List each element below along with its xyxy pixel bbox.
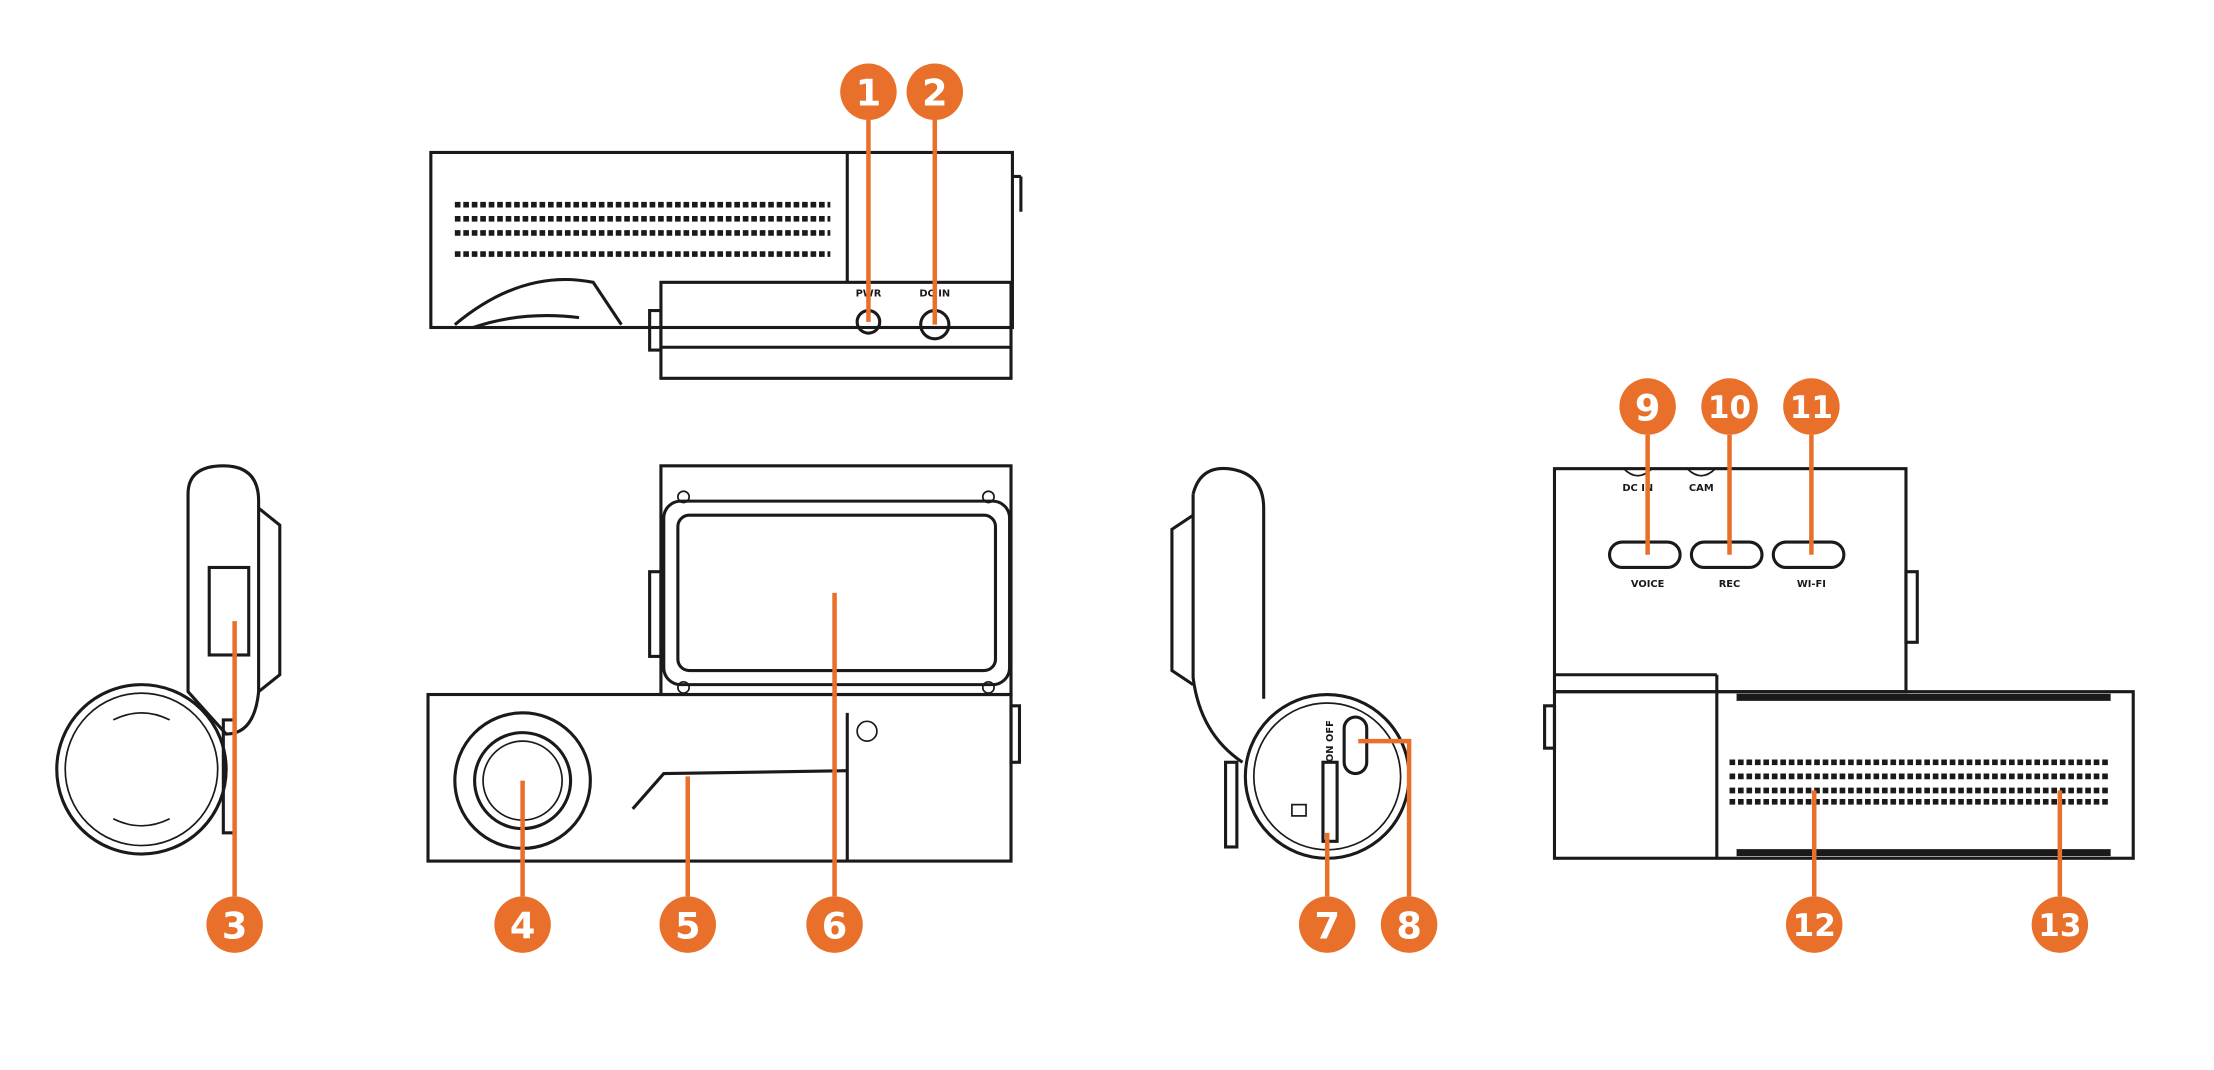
rear-view: DC IN CAM VOICE REC WI-FI [1543,467,2135,860]
svg-text:7: 7 [1314,905,1340,948]
sd-card-icon [1291,803,1307,817]
rec-label: REC [1719,579,1741,590]
svg-text:10: 10 [1708,390,1751,426]
svg-text:13: 13 [2038,908,2081,944]
rec-button [1689,540,1764,570]
wifi-label: WI-FI [1797,579,1826,590]
callout-13: 13 [2031,896,2089,953]
switch-label: ON OFF [1325,720,1336,762]
callout-2: 2 [906,63,964,120]
callout-6: 6 [806,896,863,953]
rear-grille [1729,759,2111,805]
callout-11: 11 [1783,378,1840,435]
sd-slot [1321,760,1339,843]
leader-lines [232,119,2063,897]
callout-4: 4 [494,896,551,953]
voice-label: VOICE [1631,579,1665,590]
wifi-button [1771,540,1846,570]
svg-text:1: 1 [856,72,882,115]
svg-text:8: 8 [1396,905,1422,948]
callout-9: 9 [1619,378,1676,435]
callout-3: 3 [206,896,263,953]
power-switch [1342,715,1369,776]
callout-5: 5 [659,896,716,953]
callout-12: 12 [1785,896,1843,953]
top-view: PWR DC IN [429,150,1023,380]
left-side-view [55,464,282,856]
front-view [426,464,1022,863]
svg-text:2: 2 [922,72,948,115]
svg-text:11: 11 [1790,390,1833,426]
top-grille [454,201,831,257]
right-side-view: ON OFF [1170,466,1411,860]
voice-button [1607,540,1682,570]
callout-7: 7 [1298,896,1356,953]
svg-text:12: 12 [1793,908,1836,944]
svg-text:3: 3 [222,905,248,948]
svg-text:4: 4 [510,905,536,948]
dc-in-label: DC IN [1622,483,1653,494]
cam-label: CAM [1689,483,1714,494]
svg-text:5: 5 [675,905,701,948]
svg-text:6: 6 [822,905,848,948]
callout-10: 10 [1701,378,1758,435]
callout-8: 8 [1380,896,1438,953]
svg-text:9: 9 [1635,386,1661,429]
callout-1: 1 [840,63,897,120]
